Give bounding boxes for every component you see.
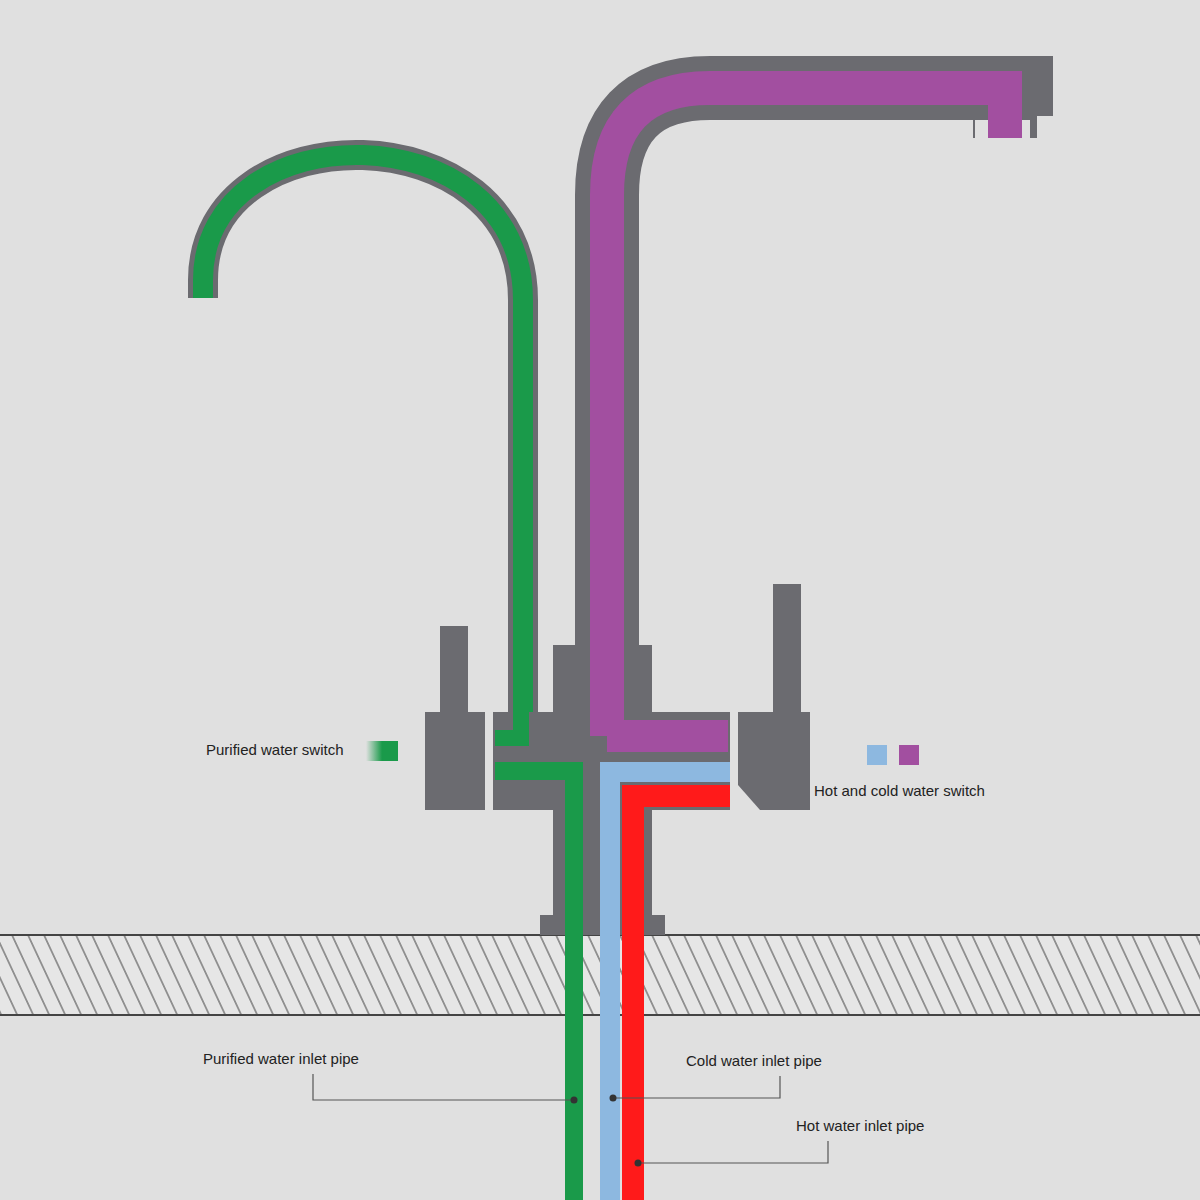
- purified-handle-lever: [440, 626, 468, 716]
- leader-line: [613, 1076, 780, 1098]
- callout-label: Cold water inlet pipe: [684, 1051, 824, 1071]
- purified-handle-block: [425, 712, 485, 810]
- purified-spout: [203, 155, 523, 715]
- callout-label: Hot and cold water switch: [812, 781, 987, 801]
- mixed-water-path: [607, 88, 1005, 736]
- callout-label: Purified water switch: [204, 740, 346, 760]
- hot-water-pipe: [633, 796, 730, 1200]
- leader-line: [313, 1074, 574, 1100]
- purified-water-path: [495, 700, 521, 738]
- callout-label: Purified water inlet pipe: [201, 1049, 361, 1069]
- mixer-handle-block: [738, 712, 810, 810]
- purified-spout-outline: [203, 155, 523, 715]
- leader-dot: [571, 1097, 578, 1104]
- purified-swatch: [366, 741, 398, 761]
- mixer-handle-lever: [773, 584, 801, 714]
- mixed-swatch: [899, 745, 919, 765]
- leader-dot: [635, 1160, 642, 1167]
- spout-aerator: [845, 108, 915, 120]
- leader-line: [638, 1141, 828, 1163]
- cold-water-pipe: [610, 772, 730, 1200]
- mixed-water-path: [607, 720, 728, 752]
- cold-swatch: [867, 745, 887, 765]
- spout-tip: [1035, 56, 1053, 116]
- main-spout-outline: [607, 88, 1005, 660]
- purified-water-pipe: [495, 771, 574, 1200]
- leader-dot: [610, 1095, 617, 1102]
- callout-label: Hot water inlet pipe: [794, 1116, 926, 1136]
